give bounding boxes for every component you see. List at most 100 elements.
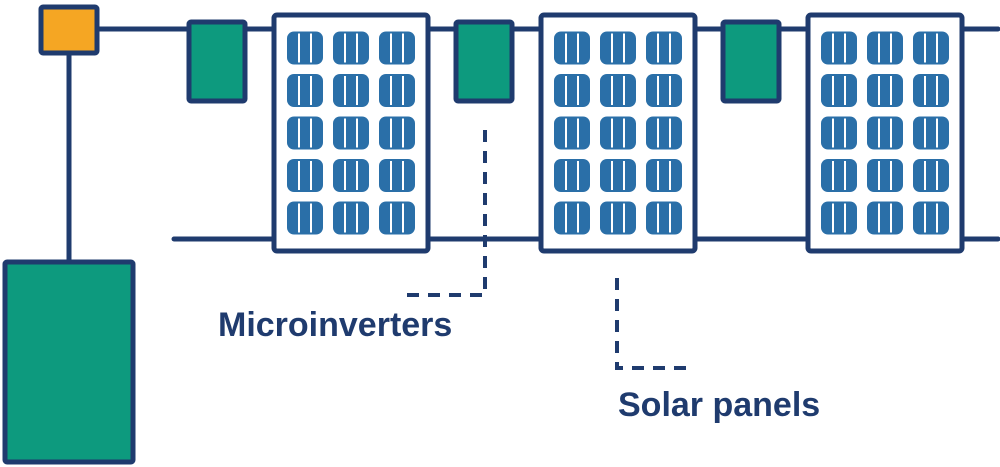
solar-cell bbox=[379, 201, 415, 235]
solar-cell-body bbox=[646, 201, 682, 235]
battery-unit-icon bbox=[2, 259, 136, 465]
solar-cell-body bbox=[821, 159, 857, 192]
solar-cell bbox=[646, 201, 682, 235]
solar-cell bbox=[821, 159, 857, 192]
solar-cell bbox=[867, 31, 903, 65]
solar-cell bbox=[287, 159, 323, 192]
solar-panels-label: Solar panels bbox=[618, 386, 821, 424]
solar-cell-body bbox=[821, 31, 857, 65]
solar-cell bbox=[867, 74, 903, 107]
microinverter-icon bbox=[186, 19, 248, 104]
solar-cell bbox=[333, 31, 369, 65]
solar-cell-body bbox=[554, 74, 590, 107]
solar-cell bbox=[554, 201, 590, 235]
solar-cell bbox=[867, 116, 903, 150]
solar-cell bbox=[646, 116, 682, 150]
solar-cell bbox=[287, 74, 323, 107]
solar-cell bbox=[646, 31, 682, 65]
solar-cell-body bbox=[913, 31, 949, 65]
microinverters-label: Microinverters bbox=[218, 306, 453, 344]
solar-cell bbox=[379, 116, 415, 150]
solar-cell bbox=[913, 201, 949, 235]
solar-cell-body bbox=[913, 116, 949, 150]
solar-cell-body bbox=[600, 116, 636, 150]
microinverter-callout-line bbox=[402, 130, 487, 297]
solar-cell-body bbox=[287, 74, 323, 107]
solar-cell bbox=[867, 201, 903, 235]
microinverter-group bbox=[186, 19, 782, 104]
solar-cell-body bbox=[287, 116, 323, 150]
solar-cell bbox=[287, 116, 323, 150]
solar-cell-body bbox=[379, 31, 415, 65]
solar-cell bbox=[600, 159, 636, 192]
solar-cell bbox=[379, 159, 415, 192]
solar-cell-body bbox=[913, 159, 949, 192]
solar-cell-body bbox=[287, 159, 323, 192]
solar-cell bbox=[821, 116, 857, 150]
solar-cell bbox=[554, 116, 590, 150]
solar-cell-body bbox=[287, 31, 323, 65]
solar-cell-body bbox=[646, 31, 682, 65]
solar-cell-body bbox=[287, 201, 323, 235]
solar-cell-body bbox=[821, 116, 857, 150]
solar-cell-body bbox=[867, 31, 903, 65]
solar-cell-body bbox=[821, 74, 857, 107]
solar-cell bbox=[600, 31, 636, 65]
solar-cell bbox=[821, 31, 857, 65]
solar-cell bbox=[333, 74, 369, 107]
solar-cell bbox=[379, 74, 415, 107]
solar-cell-body bbox=[333, 159, 369, 192]
solar-cell bbox=[646, 74, 682, 107]
solar-cell bbox=[287, 201, 323, 235]
solar-cell-body bbox=[379, 201, 415, 235]
solar-cell bbox=[554, 159, 590, 192]
solar-cell bbox=[600, 116, 636, 150]
solar-cell-body bbox=[913, 201, 949, 235]
solar-cell-body bbox=[867, 74, 903, 107]
solar-cell bbox=[913, 74, 949, 107]
solar-cell-body bbox=[646, 159, 682, 192]
solar-cell-body bbox=[379, 116, 415, 150]
solar-panel-icon bbox=[805, 12, 965, 254]
solar-cell-body bbox=[646, 74, 682, 107]
solar-cell-body bbox=[867, 201, 903, 235]
solar-cell-body bbox=[600, 201, 636, 235]
solar-cell-body bbox=[333, 31, 369, 65]
solar-panel-icon bbox=[271, 12, 431, 254]
microinverter-icon bbox=[720, 19, 782, 104]
solar-cell bbox=[333, 159, 369, 192]
solar-cell-body bbox=[379, 74, 415, 107]
solar-cell bbox=[379, 31, 415, 65]
solar-cell-body bbox=[867, 116, 903, 150]
solar-cell bbox=[646, 159, 682, 192]
solar-cell bbox=[554, 74, 590, 107]
solar-cell bbox=[821, 201, 857, 235]
solar-panel-icon bbox=[538, 12, 698, 254]
solar-cell bbox=[821, 74, 857, 107]
solar-cell-body bbox=[600, 159, 636, 192]
solar-cell-body bbox=[554, 159, 590, 192]
solar-panel-callout-line bbox=[615, 278, 688, 370]
solar-panel-array bbox=[271, 12, 965, 254]
solar-cell-body bbox=[821, 201, 857, 235]
solar-cell-body bbox=[333, 116, 369, 150]
solar-cell bbox=[333, 201, 369, 235]
solar-cell-body bbox=[646, 116, 682, 150]
solar-cell bbox=[287, 31, 323, 65]
solar-cell-body bbox=[600, 74, 636, 107]
solar-cell bbox=[913, 31, 949, 65]
solar-cell-body bbox=[554, 201, 590, 235]
solar-cell bbox=[554, 31, 590, 65]
solar-cell-body bbox=[333, 201, 369, 235]
solar-cell bbox=[333, 116, 369, 150]
microinverter-icon bbox=[453, 19, 515, 104]
solar-cell bbox=[913, 116, 949, 150]
solar-cell bbox=[600, 201, 636, 235]
solar-cell-body bbox=[554, 116, 590, 150]
solar-cell bbox=[867, 159, 903, 192]
junction-box-icon bbox=[38, 4, 100, 56]
solar-cell-body bbox=[867, 159, 903, 192]
solar-cell-body bbox=[600, 31, 636, 65]
solar-cell bbox=[600, 74, 636, 107]
